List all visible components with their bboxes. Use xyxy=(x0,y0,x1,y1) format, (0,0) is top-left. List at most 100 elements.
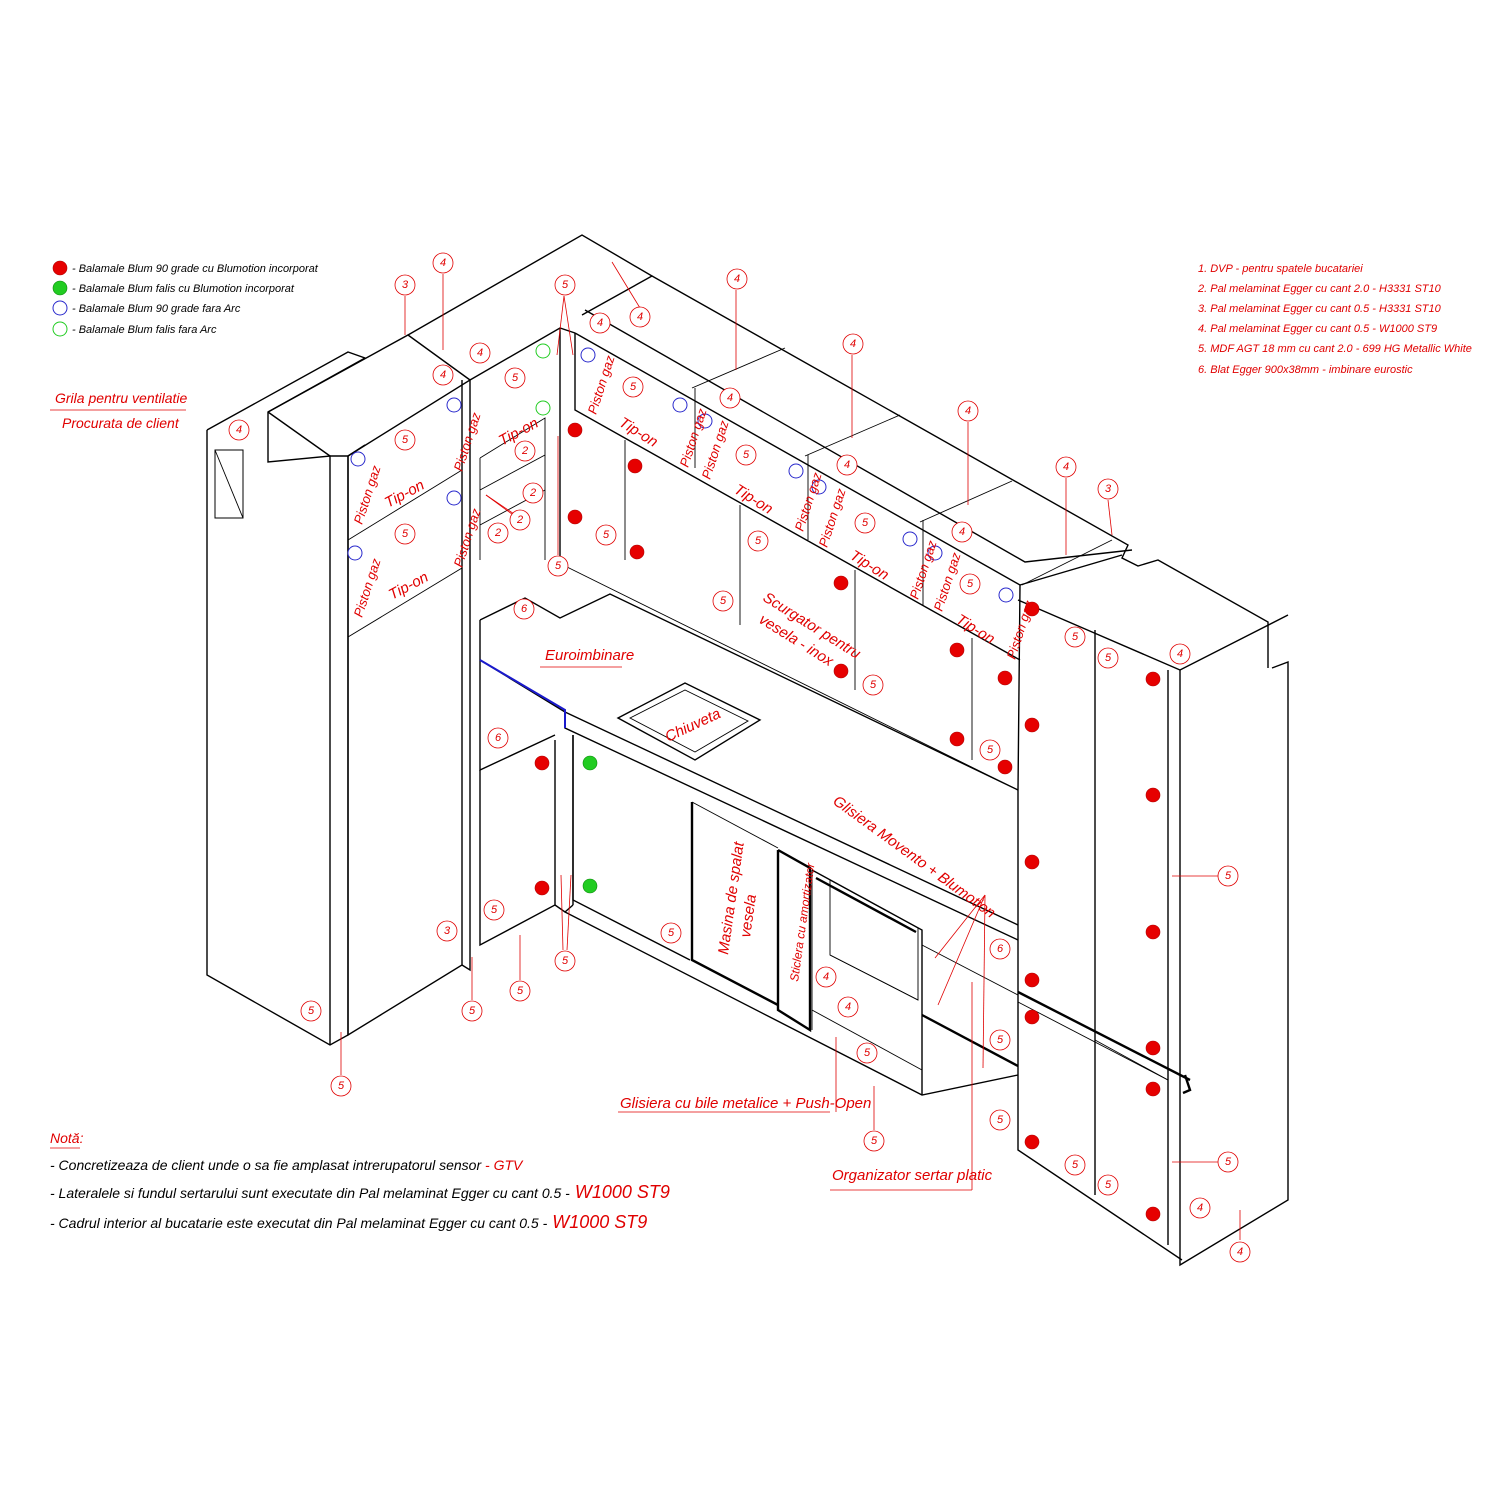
hinge-blue-ring-icon xyxy=(811,479,827,495)
hinge-blue-ring-icon xyxy=(998,587,1014,603)
part-tag: 5 xyxy=(504,367,526,389)
svg-text:5: 5 xyxy=(862,517,869,529)
hinge-red-dot-icon xyxy=(949,731,965,747)
part-tag: 4 xyxy=(432,252,454,274)
part-tag: 5 xyxy=(330,1075,352,1097)
tipon-label: Tip-on xyxy=(953,611,998,648)
part-tag: 5 xyxy=(747,530,769,552)
hinge-blue-ring-icon xyxy=(927,545,943,561)
material-1: 1. DVP - pentru spatele bucatariei xyxy=(1198,263,1363,275)
part-tag: 3 xyxy=(1097,478,1119,500)
organizator-label: Organizator sertar platic xyxy=(832,1167,993,1184)
euroimbinare-label: Euroimbinare xyxy=(545,647,634,664)
svg-text:5: 5 xyxy=(1072,1159,1079,1171)
svg-text:4: 4 xyxy=(965,405,971,417)
hinge-blue-ring-icon xyxy=(788,463,804,479)
hinge-blue-ring-icon xyxy=(902,531,918,547)
glisiera-bile-label: Glisiera cu bile metalice + Push-Open xyxy=(620,1095,871,1112)
part-tag: 5 xyxy=(660,922,682,944)
part-tag: 4 xyxy=(1055,456,1077,478)
svg-text:4: 4 xyxy=(236,424,242,436)
hinge-red-dot-icon xyxy=(997,670,1013,686)
svg-text:4: 4 xyxy=(597,317,603,329)
part-tag: 4 xyxy=(957,400,979,422)
svg-text:4: 4 xyxy=(727,392,733,404)
svg-text:5: 5 xyxy=(491,904,498,916)
hinge-red-dot-icon xyxy=(627,458,643,474)
svg-text:5: 5 xyxy=(997,1114,1004,1126)
svg-text:5: 5 xyxy=(668,927,675,939)
materials-list: 1. DVP - pentru spatele bucatariei 2. Pa… xyxy=(1197,263,1472,376)
material-5: 5. MDF AGT 18 mm cu cant 2.0 - 699 HG Me… xyxy=(1198,343,1472,355)
part-tag: 4 xyxy=(469,342,491,364)
part-tag: 5 xyxy=(863,1130,885,1152)
svg-text:5: 5 xyxy=(1105,652,1112,664)
svg-text:4: 4 xyxy=(440,257,446,269)
svg-text:5: 5 xyxy=(517,985,524,997)
hinge-red-dot-icon xyxy=(1024,717,1040,733)
svg-text:5: 5 xyxy=(987,744,994,756)
part-tag: 5 xyxy=(1217,1151,1239,1173)
svg-text:5: 5 xyxy=(630,381,637,393)
svg-text:4: 4 xyxy=(1063,461,1069,473)
part-tag: 5 xyxy=(989,1109,1011,1131)
hinge-red-dot-icon xyxy=(1145,1206,1161,1222)
part-tag: 2 xyxy=(522,482,544,504)
part-tag: 5 xyxy=(1064,1154,1086,1176)
hinge-green-ring-icon xyxy=(535,343,551,359)
svg-text:4: 4 xyxy=(734,273,740,285)
part-tag: 5 xyxy=(959,573,981,595)
note-line-2: - Lateralele si fundul sertarului sunt e… xyxy=(50,1182,670,1202)
material-4: 4. Pal melaminat Egger cu cant 0.5 - W10… xyxy=(1198,323,1437,335)
tipon-label: Tip-on xyxy=(731,481,776,518)
hinge-blue-ring-icon xyxy=(697,413,713,429)
hinge-blue-ring-icon xyxy=(446,397,462,413)
part-tag: 4 xyxy=(1169,643,1191,665)
part-tag: 4 xyxy=(951,521,973,543)
chiuveta-label: Chiuveta xyxy=(663,705,724,745)
part-number-tags: 3 4 4 4 5 4 4 4 4 4 4 4 4 4 3 4 4 5 5 5 … xyxy=(228,252,1251,1263)
hinge-red-dot-icon xyxy=(629,544,645,560)
svg-text:3: 3 xyxy=(444,925,451,937)
tipon-label: Tip-on xyxy=(847,547,892,584)
part-tag: 4 xyxy=(589,312,611,334)
part-tag: 5 xyxy=(854,512,876,534)
part-tag: 4 xyxy=(837,996,859,1018)
svg-text:5: 5 xyxy=(1225,1156,1232,1168)
svg-text:5: 5 xyxy=(402,528,409,540)
piston-label: Piston gaz xyxy=(792,470,825,533)
part-tag: 5 xyxy=(554,950,576,972)
hinge-green-dot-icon xyxy=(582,878,598,894)
leader-lines xyxy=(340,261,1241,1240)
hinge-green-ring-icon xyxy=(535,400,551,416)
hinge-markers xyxy=(347,343,1161,1222)
tipon-label: Tip-on xyxy=(382,477,427,512)
part-tag: 4 xyxy=(719,387,741,409)
svg-text:4: 4 xyxy=(1177,648,1183,660)
part-tag: 5 xyxy=(1064,626,1086,648)
svg-text:4: 4 xyxy=(823,971,829,983)
part-tag: 5 xyxy=(300,1000,322,1022)
part-tag: 4 xyxy=(842,333,864,355)
legend-green-dot-icon xyxy=(52,280,68,296)
svg-text:4: 4 xyxy=(959,526,965,538)
hinge-red-dot-icon xyxy=(534,755,550,771)
svg-text:6: 6 xyxy=(997,943,1004,955)
piston-label: Piston gaz xyxy=(585,353,618,416)
part-tag: 4 xyxy=(432,364,454,386)
part-tag: 6 xyxy=(487,727,509,749)
part-tag: 5 xyxy=(735,444,757,466)
part-tag: 5 xyxy=(862,674,884,696)
piston-label: Piston gaz xyxy=(907,538,940,601)
piston-label: Piston gaz xyxy=(1004,598,1037,661)
hinge-red-dot-icon xyxy=(1024,1134,1040,1150)
part-tag: 5 xyxy=(394,429,416,451)
tipon-label: Tip-on xyxy=(386,569,431,604)
hinge-red-dot-icon xyxy=(1024,1009,1040,1025)
part-tag: 3 xyxy=(394,274,416,296)
masina-label-2: vesela xyxy=(737,893,760,938)
hinge-red-dot-icon xyxy=(1145,924,1161,940)
part-tag: 5 xyxy=(1217,865,1239,887)
part-tag: 5 xyxy=(979,739,1001,761)
